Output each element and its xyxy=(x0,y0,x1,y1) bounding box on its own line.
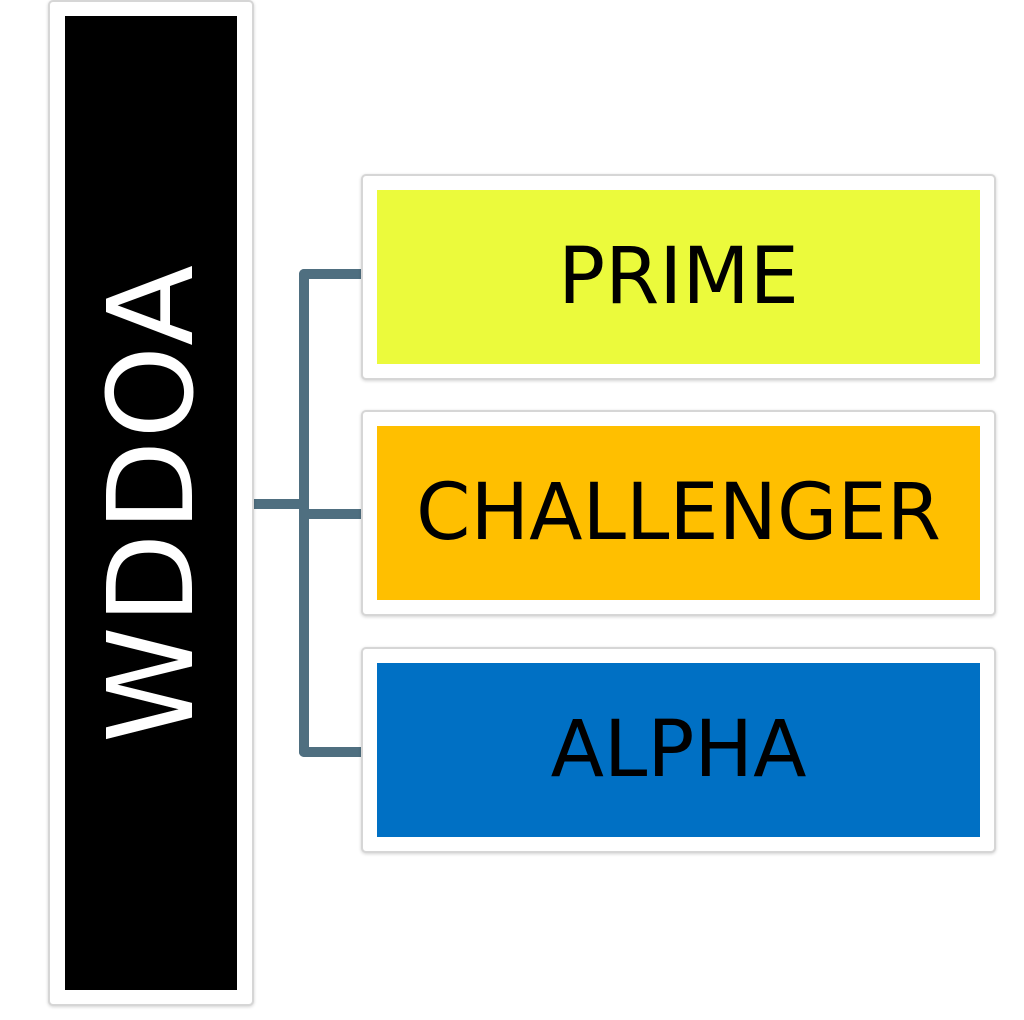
child-node-fill: CHALLENGER xyxy=(377,426,980,600)
child-node-alpha: ALPHA xyxy=(361,647,996,853)
child-node-challenger: CHALLENGER xyxy=(361,410,996,616)
child-node-fill: ALPHA xyxy=(377,663,980,837)
child-node-label: ALPHA xyxy=(550,705,807,795)
child-node-fill: PRIME xyxy=(377,190,980,364)
child-node-label: PRIME xyxy=(558,232,799,322)
child-node-label: CHALLENGER xyxy=(416,468,941,558)
child-node-prime: PRIME xyxy=(361,174,996,380)
root-node: WDDOA xyxy=(48,0,254,1006)
root-node-label: WDDOA xyxy=(82,263,220,743)
root-node-fill: WDDOA xyxy=(65,16,237,990)
